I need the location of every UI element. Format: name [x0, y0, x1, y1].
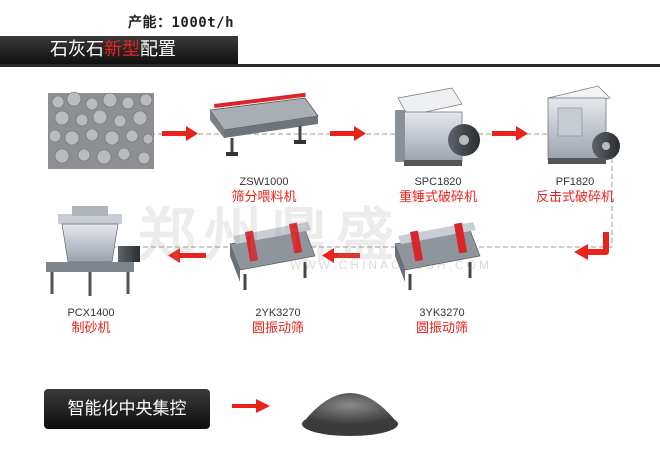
- label-screen-2yk: 2YK3270 圆振动筛: [213, 306, 343, 336]
- label-screen-3yk: 3YK3270 圆振动筛: [377, 306, 507, 336]
- arrow-final: [232, 399, 270, 413]
- model-hammer-crusher: SPC1820: [414, 176, 462, 188]
- screen-2yk3270-image: [229, 222, 316, 290]
- name-screen-2yk: 圆振动筛: [251, 321, 304, 336]
- watermark-text: 郑州鼎盛: [138, 201, 403, 269]
- arrow-4: [322, 248, 360, 263]
- model-screen-2yk: 2YK3270: [255, 307, 301, 319]
- sand-powder-image: [302, 393, 398, 436]
- model-feeder: ZSW1000: [239, 176, 289, 188]
- sand-maker-image: [46, 206, 140, 296]
- label-impact-crusher: PF1820 反击式破碎机: [510, 175, 640, 205]
- name-sand-maker: 制砂机: [71, 321, 111, 336]
- hammer-crusher-image: [395, 87, 480, 166]
- arrows-middle: [168, 248, 360, 263]
- label-feeder: ZSW1000 筛分喂料机: [199, 175, 329, 205]
- registered-mark: ®: [402, 188, 421, 209]
- name-feeder: 筛分喂料机: [231, 190, 297, 205]
- label-hammer-crusher: SPC1820 重锤式破碎机: [373, 175, 503, 205]
- capacity-label: 产能：1000t/h: [128, 15, 235, 31]
- arrow-2: [330, 126, 366, 141]
- impact-crusher-image: [547, 85, 620, 164]
- model-sand-maker: PCX1400: [67, 307, 115, 319]
- name-impact-crusher: 反击式破碎机: [535, 190, 614, 205]
- title-underline: [0, 64, 660, 67]
- arrow-1: [162, 126, 198, 141]
- watermark-url: WWW.CHINACRUSH.COM: [290, 258, 492, 272]
- title-highlight: 新型: [104, 39, 140, 60]
- title-suffix: 配置: [140, 39, 176, 60]
- name-screen-3yk: 圆振动筛: [415, 321, 468, 336]
- label-sand-maker: PCX1400 制砂机: [26, 306, 156, 336]
- brand-watermark: 郑州鼎盛®: [138, 188, 420, 272]
- model-impact-crusher: PF1820: [555, 176, 595, 188]
- central-control-box: 智能化中央集控: [44, 389, 210, 429]
- config-title: 石灰石新型配置: [0, 36, 238, 64]
- name-hammer-crusher: 重锤式破碎机: [398, 190, 477, 205]
- u-turn-arrow: [586, 232, 609, 255]
- arrows-top: [162, 126, 528, 141]
- arrow-5: [168, 248, 206, 263]
- screen-3yk3270-image: [394, 222, 481, 290]
- title-prefix: 石灰石: [50, 39, 104, 60]
- arrow-3: [492, 126, 528, 141]
- u-turn-arrow-head: [574, 244, 588, 260]
- model-screen-3yk: 3YK3270: [419, 307, 465, 319]
- vibrating-feeder-image: [209, 92, 319, 156]
- limestone-image: [48, 91, 154, 169]
